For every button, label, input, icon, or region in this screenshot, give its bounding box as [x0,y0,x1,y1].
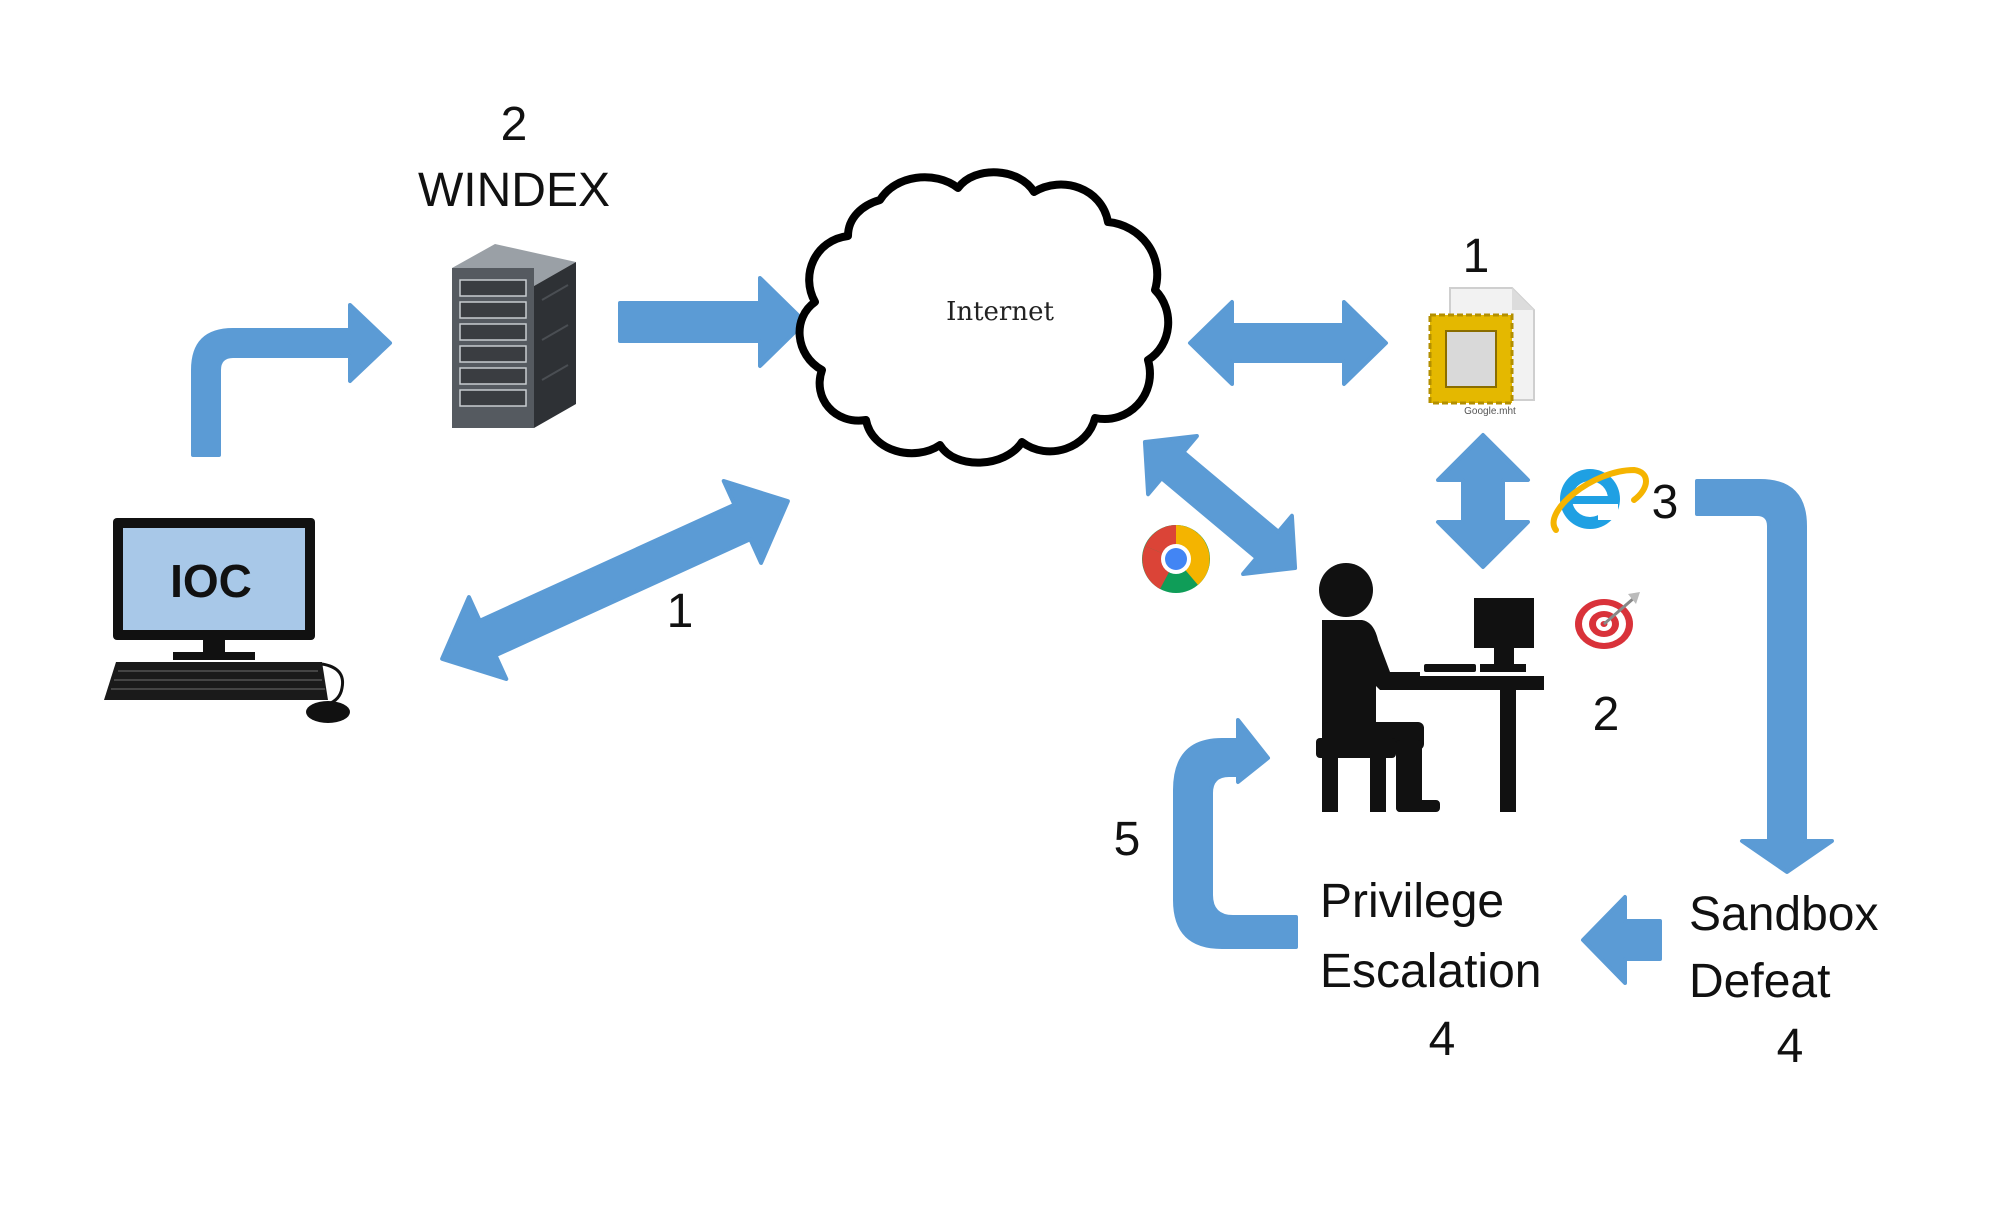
windex-number: 2 [501,98,528,151]
arrow-internet-mht [1188,300,1388,386]
ie-step-number: 3 [1652,476,1679,529]
file-name: Google.mht [1464,406,1516,417]
server-side [534,262,576,428]
privilege-escalation-line2: Escalation [1320,945,1541,998]
cloud-icon: Internet [795,168,1173,467]
monitor-base [173,652,255,660]
desk-monitor-base [1480,664,1526,672]
arrow-escalation-loop [1173,718,1298,949]
person-head [1319,563,1373,617]
server-drive-bays [459,279,527,407]
desk-top [1412,676,1544,690]
monitor-stand [203,640,225,654]
chair-seat [1316,738,1396,758]
sandbox-defeat-line2: Defeat [1689,955,1830,1008]
server-rack-icon [452,244,576,428]
desk-keyboard [1424,664,1476,672]
desktop-computer-icon: IOC [104,518,350,723]
cloud-shape [795,168,1173,467]
mouse [306,701,350,723]
person-at-computer-icon [1316,563,1544,812]
person-foot [1396,800,1440,812]
server-top [452,244,576,286]
mht-file-number: 1 [1463,230,1490,283]
sandbox-defeat-number: 4 [1777,1020,1804,1073]
escalation-loop-number: 5 [1114,813,1141,866]
privilege-escalation-line1: Privilege [1320,875,1504,928]
arrow-internet-user [1142,434,1298,576]
arrow-mht-user [1436,433,1530,569]
arrow-ioc-internet [440,478,790,682]
privilege-escalation-number: 4 [1429,1013,1456,1066]
internet-label: Internet [946,297,1054,327]
desk-leg [1500,690,1516,812]
mouse-cord [321,662,345,706]
arrow-sandbox-to-privilege [1581,895,1662,985]
person-torso [1322,620,1420,740]
desk-monitor-screen [1474,598,1534,648]
internet-explorer-icon [1550,466,1649,533]
document-fold [1512,288,1534,310]
chair-leg-right [1370,756,1386,812]
desk-monitor-stand [1494,648,1514,668]
arrow-ioc-to-windex [191,303,392,457]
target-number: 2 [1593,688,1620,741]
arrow-windex-to-internet [618,276,807,368]
server-side-lines [541,284,569,381]
sandbox-defeat-line1: Sandbox [1689,888,1879,941]
keyboard-keys [111,670,325,690]
ioc-label: IOC [170,555,252,607]
mht-document-icon: Google.mht [1428,287,1535,417]
windex-label: WINDEX [418,164,610,217]
target-icon [1575,592,1640,649]
ioc-link-number: 1 [667,585,694,638]
arrow-ie-to-sandbox [1695,479,1834,874]
chair-leg-left [1322,756,1338,812]
chrome-browser-icon [1142,525,1210,593]
monitor-screen [123,528,305,630]
frame-inner [1445,330,1497,388]
person-lower-leg [1396,740,1422,812]
